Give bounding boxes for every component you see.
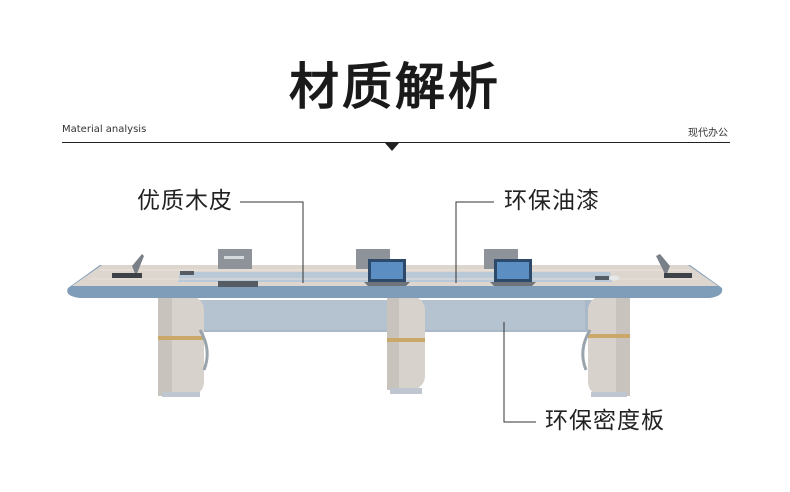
subtitle-material-analysis: Material analysis [62,124,147,135]
cable-box-right [595,275,619,281]
callout-label-paint: 环保油漆 [504,188,600,214]
desk-laptop-left [218,249,252,269]
table-leg-left [158,296,209,397]
table-leg-center [387,296,425,394]
callout-label-board: 环保密度板 [545,408,665,434]
leader-line-paint [455,201,494,283]
table-leg-right [581,296,630,397]
callout-label-veneer: 优质木皮 [137,188,233,214]
page-title: 材质解析 [289,58,501,116]
leader-line-veneer [240,201,304,283]
popup-screen-left [112,254,144,278]
desk-laptop-center-front [364,259,410,286]
desk-laptop-right-front [490,259,536,286]
cable-box-left [180,271,194,275]
popup-screen-right [656,254,692,278]
header-divider [62,142,730,143]
subtitle-modern-office: 现代办公 [688,128,728,139]
desk-pad [218,281,258,287]
leader-line-board [503,322,536,423]
divider-arrow-icon [385,143,399,151]
